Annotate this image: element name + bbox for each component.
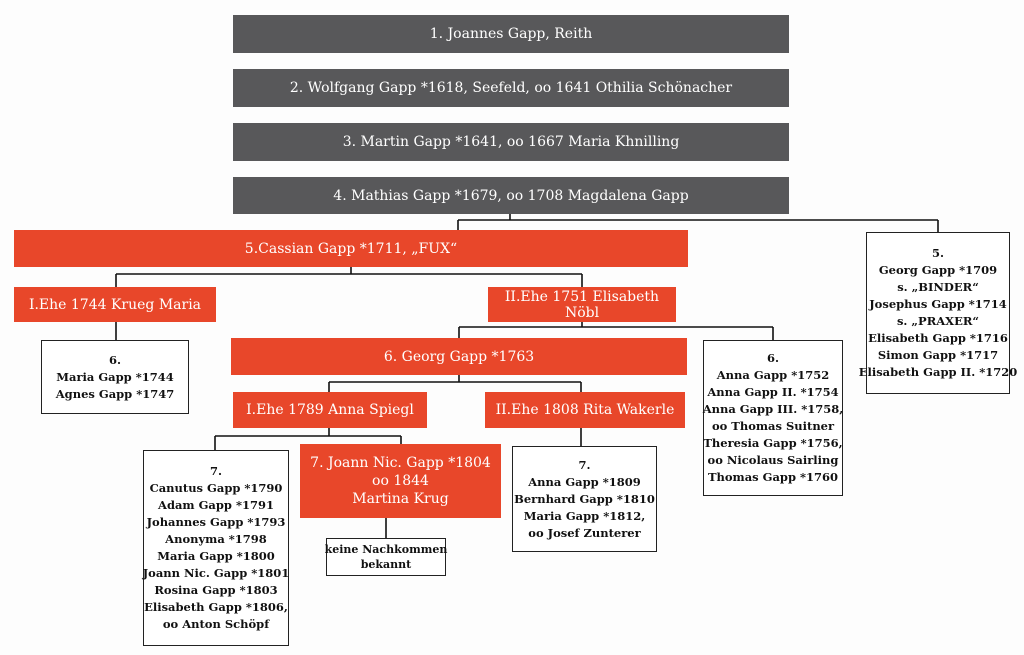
children-marriage-2-title: 6. bbox=[766, 351, 779, 365]
generation-1-box: 1. Joannes Gapp, Reith bbox=[233, 15, 789, 53]
gen5-sibling-line: s. „PRAXER“ bbox=[896, 314, 980, 328]
joann-box: 7. Joann Nic. Gapp *1804 oo 1844 Martina… bbox=[300, 444, 501, 518]
child-line: Johannes Gapp *1793 bbox=[146, 515, 286, 529]
generation-2-box: 2. Wolfgang Gapp *1618, Seefeld, oo 1641… bbox=[233, 69, 789, 107]
gen5-sibling-line: Simon Gapp *1717 bbox=[877, 348, 999, 362]
child-line: Adam Gapp *1791 bbox=[158, 498, 274, 512]
child-line: Maria Gapp *1812, bbox=[523, 508, 646, 523]
georg-label: 6. Georg Gapp *1763 bbox=[383, 348, 535, 365]
cassian-box: 5.Cassian Gapp *1711, „FUX“ bbox=[14, 230, 688, 267]
gen5-siblings-box: 5. Georg Gapp *1709 s. „BINDER“ Josephus… bbox=[859, 232, 1017, 394]
joann-line: oo 1844 bbox=[372, 473, 429, 489]
child-line: Anna Gapp *1752 bbox=[716, 368, 830, 382]
child-line: Anna Gapp *1809 bbox=[528, 474, 641, 489]
generation-1-label: 1. Joannes Gapp, Reith bbox=[429, 26, 593, 42]
child-line: Thomas Gapp *1760 bbox=[707, 470, 839, 484]
generation-2-label: 2. Wolfgang Gapp *1618, Seefeld, oo 1641… bbox=[289, 80, 733, 96]
gen5-sibling-line: Elisabeth Gapp *1716 bbox=[868, 331, 1008, 345]
child-line: Canutus Gapp *1790 bbox=[149, 481, 283, 495]
child-line: Anna Gapp III. *1758, bbox=[702, 402, 844, 416]
child-line: Theresia Gapp *1756, bbox=[703, 436, 843, 450]
children-marriage-1-title: 6. bbox=[108, 352, 121, 367]
no-descendants-box: keine Nachkommen bekannt bbox=[324, 538, 448, 576]
child-line: oo Josef Zunterer bbox=[528, 525, 641, 540]
children-marriage-1-box: 6. Maria Gapp *1744 Agnes Gapp *1747 bbox=[41, 340, 189, 414]
no-descendants-line: keine Nachkommen bbox=[324, 543, 448, 556]
children-marriage-2-box: 6. Anna Gapp *1752 Anna Gapp II. *1754 A… bbox=[703, 340, 843, 496]
child-line: oo Anton Schöpf bbox=[162, 617, 270, 631]
children-georg-marriage-1-box: 7. Canutus Gapp *1790 Adam Gapp *1791 Jo… bbox=[143, 450, 289, 646]
georg-marriage-1-box: I.Ehe 1789 Anna Spiegl bbox=[233, 392, 427, 428]
gen5-sibling-line: Josephus Gapp *1714 bbox=[869, 297, 1007, 311]
child-line: Maria Gapp *1800 bbox=[157, 549, 275, 563]
georg-marriage-2-box: II.Ehe 1808 Rita Wakerle bbox=[485, 392, 685, 428]
marriage-1-label: I.Ehe 1744 Krueg Maria bbox=[28, 296, 202, 313]
child-line: oo Thomas Suitner bbox=[711, 419, 835, 433]
child-line: Anonyma *1798 bbox=[165, 532, 267, 546]
gen5-sibling-line: Georg Gapp *1709 bbox=[878, 263, 998, 277]
georg-marriage-2-label: II.Ehe 1808 Rita Wakerle bbox=[495, 402, 675, 418]
generation-4-label: 4. Mathias Gapp *1679, oo 1708 Magdalena… bbox=[333, 187, 689, 204]
child-line: Maria Gapp *1744 bbox=[56, 369, 174, 384]
child-line: Elisabeth Gapp *1806, bbox=[144, 600, 288, 614]
marriage-2-box: II.Ehe 1751 Elisabeth Nöbl bbox=[488, 287, 676, 322]
georg-marriage-1-label: I.Ehe 1789 Anna Spiegl bbox=[246, 402, 414, 418]
child-line: Rosina Gapp *1803 bbox=[154, 583, 278, 597]
generation-3-label: 3. Martin Gapp *1641, oo 1667 Maria Khni… bbox=[342, 134, 680, 150]
child-line: Joann Nic. Gapp *1801 bbox=[142, 566, 290, 580]
child-line: Bernhard Gapp *1810 bbox=[514, 491, 655, 506]
gen5-siblings-title: 5. bbox=[931, 246, 944, 260]
gen5-sibling-line: s. „BINDER“ bbox=[897, 280, 979, 294]
georg-box: 6. Georg Gapp *1763 bbox=[231, 338, 687, 375]
children-georg-marriage-2-title: 7. bbox=[578, 457, 591, 472]
marriage-1-box: I.Ehe 1744 Krueg Maria bbox=[14, 287, 216, 322]
generation-4-box: 4. Mathias Gapp *1679, oo 1708 Magdalena… bbox=[233, 177, 789, 214]
generation-3-box: 3. Martin Gapp *1641, oo 1667 Maria Khni… bbox=[233, 123, 789, 161]
child-line: oo Nicolaus Sairling bbox=[707, 453, 839, 467]
gen5-sibling-line: Elisabeth Gapp II. *1720 bbox=[858, 365, 1018, 379]
children-georg-marriage-1-title: 7. bbox=[209, 464, 222, 478]
child-line: Anna Gapp II. *1754 bbox=[707, 385, 839, 399]
joann-line: Martina Krug bbox=[352, 491, 449, 507]
no-descendants-line: bekannt bbox=[360, 558, 412, 571]
children-georg-marriage-2-box: 7. Anna Gapp *1809 Bernhard Gapp *1810 M… bbox=[512, 446, 657, 552]
joann-line: 7. Joann Nic. Gapp *1804 bbox=[310, 455, 491, 471]
cassian-label: 5.Cassian Gapp *1711, „FUX“ bbox=[244, 240, 458, 257]
child-line: Agnes Gapp *1747 bbox=[55, 386, 175, 401]
marriage-2-label: II.Ehe 1751 Elisabeth Nöbl bbox=[504, 288, 660, 321]
